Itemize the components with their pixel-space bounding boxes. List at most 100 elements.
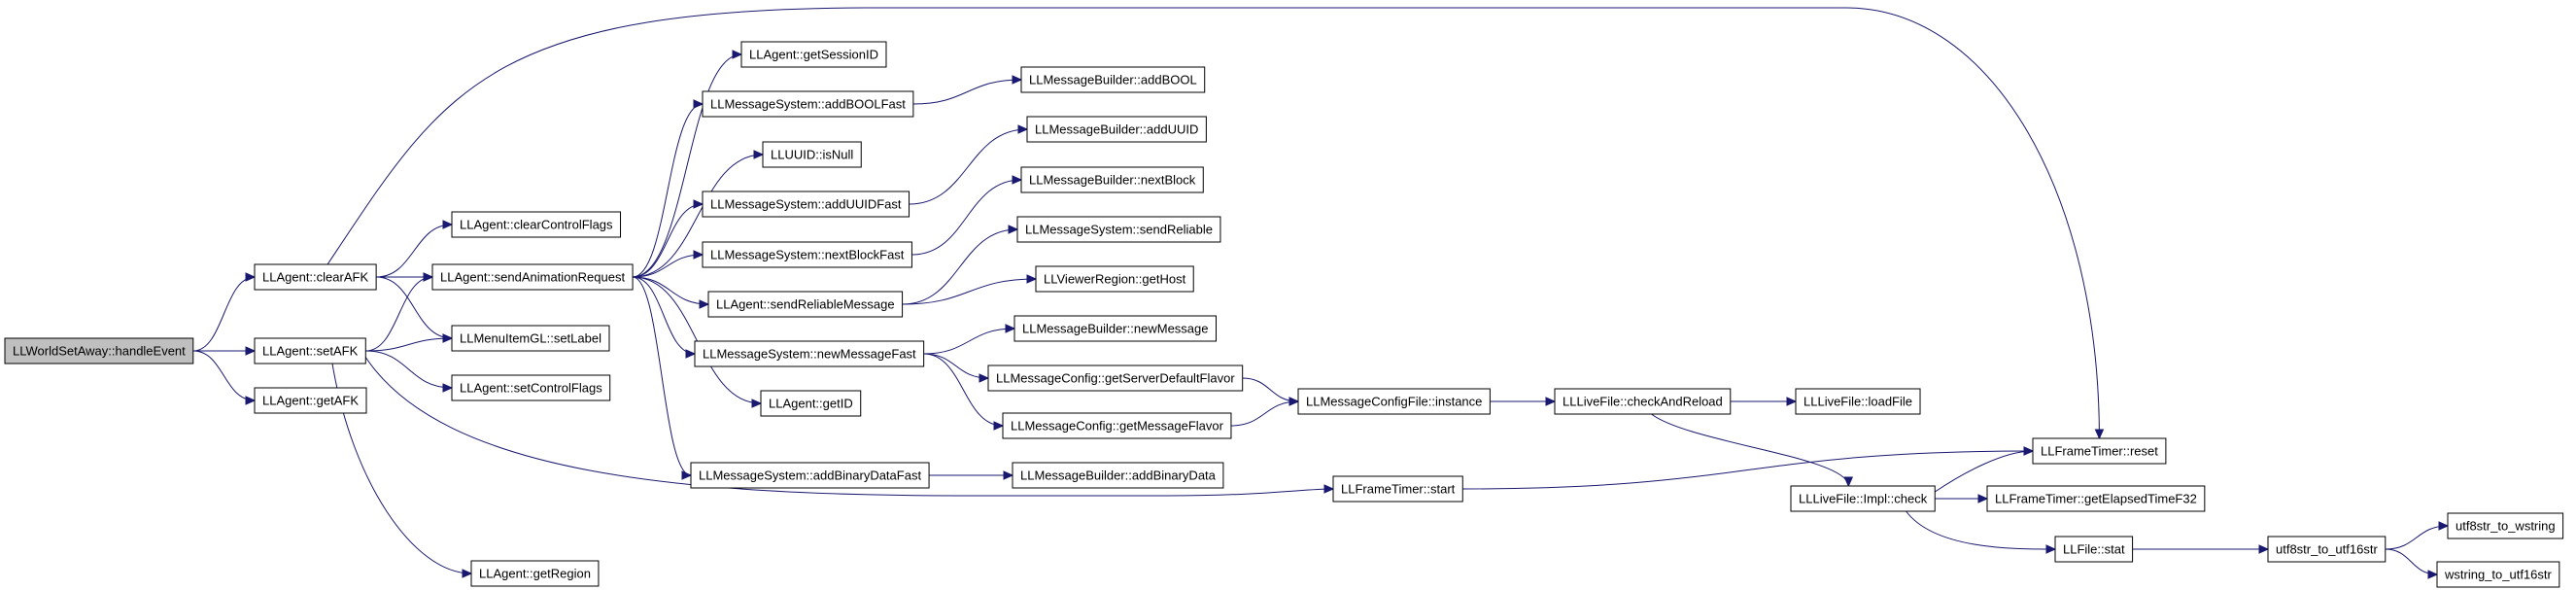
node-utf8str-to-wstring[interactable]: utf8str_to_wstring <box>2447 512 2564 539</box>
node-box <box>1297 388 1491 415</box>
node-llmessagesystem-addbinarydatafast[interactable]: LLMessageSystem::addBinaryDataFast <box>690 462 930 489</box>
edge-line <box>912 79 1022 105</box>
edge-n5-n10 <box>633 99 704 278</box>
node-llframetimer-reset[interactable]: LLFrameTimer::reset <box>2032 437 2167 465</box>
node-box <box>2436 561 2560 588</box>
edge-line <box>2385 525 2449 550</box>
node-box <box>707 291 904 318</box>
node-llmessagebuilder-addbool[interactable]: LLMessageBuilder::addBOOL <box>1020 66 1206 93</box>
node-llmessagesystem-newmessagefast[interactable]: LLMessageSystem::newMessageFast <box>694 340 925 367</box>
node-llmessagebuilder-newmessage[interactable]: LLMessageBuilder::newMessage <box>1013 315 1217 342</box>
node-wstring-to-utf16str[interactable]: wstring_to_utf16str <box>2436 561 2560 588</box>
node-llmessageconfigfile-instance[interactable]: LLMessageConfigFile::instance <box>1297 388 1491 415</box>
edge-arrowhead <box>681 470 693 480</box>
node-llmessagebuilder-addbinarydata[interactable]: LLMessageBuilder::addBinaryData <box>1012 462 1224 489</box>
edge-line <box>365 337 453 352</box>
node-llmessagebuilder-nextblock[interactable]: LLMessageBuilder::nextBlock <box>1020 166 1204 193</box>
node-llagent-setafk[interactable]: LLAgent::setAFK <box>254 337 366 364</box>
node-box <box>254 337 366 364</box>
node-box <box>987 364 1244 392</box>
node-lllivefile-loadfile[interactable]: LLLiveFile::loadFile <box>1795 388 1921 415</box>
node-utf8str-to-utf16str[interactable]: utf8str_to_utf16str <box>2267 536 2387 563</box>
edge-n15-n23 <box>923 324 1016 355</box>
edge-line <box>909 128 1028 205</box>
node-label: LLMessageConfig::getServerDefaultFlavor <box>996 371 1235 386</box>
node-llmessagebuilder-adduuid[interactable]: LLMessageBuilder::addUUID <box>1026 116 1207 143</box>
edge-line <box>902 228 1018 305</box>
edge-n25-n27 <box>1230 397 1300 427</box>
node-box <box>1020 166 1204 193</box>
node-box <box>470 560 600 587</box>
node-llmenuitemgl-setlabel[interactable]: LLMenuItemGL::setLabel <box>451 325 610 352</box>
edge-arrowhead <box>442 220 454 229</box>
edge-arrowhead <box>442 383 454 393</box>
edge-arrowhead <box>2045 544 2057 554</box>
edge-arrowhead <box>693 99 704 109</box>
node-lllivefile-impl-check[interactable]: LLLiveFile::Impl::check <box>1790 485 1936 512</box>
node-box <box>1790 485 1936 512</box>
node-llagent-getregion[interactable]: LLAgent::getRegion <box>470 560 600 587</box>
node-label: LLAgent::clearAFK <box>262 270 368 285</box>
edge-n5-n9 <box>633 50 743 278</box>
node-llagent-getsessionid[interactable]: LLAgent::getSessionID <box>740 41 887 68</box>
node-box <box>760 390 862 417</box>
node-llviewerregion-gethost[interactable]: LLViewerRegion::getHost <box>1035 265 1194 293</box>
node-llworldsetaway-handleevent[interactable]: LLWorldSetAway::handleEvent <box>4 337 194 364</box>
node-llagent-sendanimationrequest[interactable]: LLAgent::sendAnimationRequest <box>431 263 634 291</box>
node-label: LLAgent::clearControlFlags <box>460 218 613 232</box>
edge-arrowhead <box>245 346 257 356</box>
node-label: LLFrameTimer::reset <box>2041 444 2158 459</box>
node-llagent-clearcontrolflags[interactable]: LLAgent::clearControlFlags <box>451 211 622 238</box>
node-box <box>1986 485 2206 512</box>
edge-n13-n20 <box>911 175 1023 256</box>
node-llagent-getid[interactable]: LLAgent::getID <box>760 390 862 417</box>
node-llmessagesystem-adduuidfast[interactable]: LLMessageSystem::addUUIDFast <box>702 191 910 218</box>
node-llmessagesystem-nextblockfast[interactable]: LLMessageSystem::nextBlockFast <box>702 241 912 268</box>
edge-arrowhead <box>1545 397 1557 406</box>
edge-arrowhead <box>993 421 1005 431</box>
node-lluuid-isnull[interactable]: LLUUID::isNull <box>762 141 862 168</box>
edge-n2-n7 <box>365 350 454 393</box>
edge-line <box>633 276 696 355</box>
edge-n2-n5 <box>365 272 434 352</box>
node-llagent-sendreliablemessage[interactable]: LLAgent::sendReliableMessage <box>707 291 904 318</box>
node-label: LLMessageBuilder::addUUID <box>1035 122 1198 137</box>
node-label: wstring_to_utf16str <box>2444 568 2553 582</box>
edge-arrowhead <box>462 569 473 578</box>
edge-arrowhead <box>1012 175 1023 185</box>
edge-n1-n4 <box>376 220 454 278</box>
node-label: LLAgent::getAFK <box>262 394 359 408</box>
node-label: LLMessageBuilder::addBOOL <box>1029 73 1197 87</box>
node-label: LLWorldSetAway::handleEvent <box>13 344 186 359</box>
edge-n34-n35 <box>2132 544 2270 554</box>
edge-line <box>902 278 1037 305</box>
edge-n31-n32 <box>1934 446 2035 493</box>
node-llmessageconfig-getserverdefaultflavor[interactable]: LLMessageConfig::getServerDefaultFlavor <box>987 364 1244 392</box>
edge-n28-n32 <box>1462 446 2035 490</box>
node-llagent-clearafk[interactable]: LLAgent::clearAFK <box>254 263 377 291</box>
edge-n29-n31 <box>1651 413 1854 488</box>
node-llagent-setcontrolflags[interactable]: LLAgent::setControlFlags <box>451 374 611 401</box>
edge-n14-n22 <box>902 274 1038 305</box>
node-label: LLMessageBuilder::addBinaryData <box>1020 469 1217 483</box>
node-box <box>762 141 862 168</box>
node-llframetimer-start[interactable]: LLFrameTimer::start <box>1332 475 1463 503</box>
node-label: LLViewerRegion::getHost <box>1044 272 1186 287</box>
node-box <box>4 337 194 364</box>
node-label: LLFrameTimer::getElapsedTimeF32 <box>1995 492 2197 506</box>
node-llmessagesystem-sendreliable[interactable]: LLMessageSystem::sendReliable <box>1016 216 1221 243</box>
node-lllivefile-checkandreload[interactable]: LLLiveFile::checkAndReload <box>1554 388 1732 415</box>
edge-arrowhead <box>1012 75 1023 85</box>
edge-n27-n29 <box>1490 397 1557 406</box>
node-llframetimer-getelapsedtimef32[interactable]: LLFrameTimer::getElapsedTimeF32 <box>1986 485 2206 512</box>
edge-n5-n16 <box>633 276 763 408</box>
edge-n2-n6 <box>365 333 454 352</box>
node-box <box>1026 116 1207 143</box>
node-llagent-getafk[interactable]: LLAgent::getAFK <box>254 387 367 414</box>
node-label: LLMessageSystem::sendReliable <box>1025 223 1213 237</box>
node-llmessageconfig-getmessageflavor[interactable]: LLMessageConfig::getMessageFlavor <box>1002 412 1232 439</box>
edge-n1-n32 <box>326 7 2105 440</box>
node-llmessagesystem-addboolfast[interactable]: LLMessageSystem::addBOOLFast <box>702 90 914 118</box>
node-llfile-stat[interactable]: LLFile::stat <box>2054 536 2134 563</box>
